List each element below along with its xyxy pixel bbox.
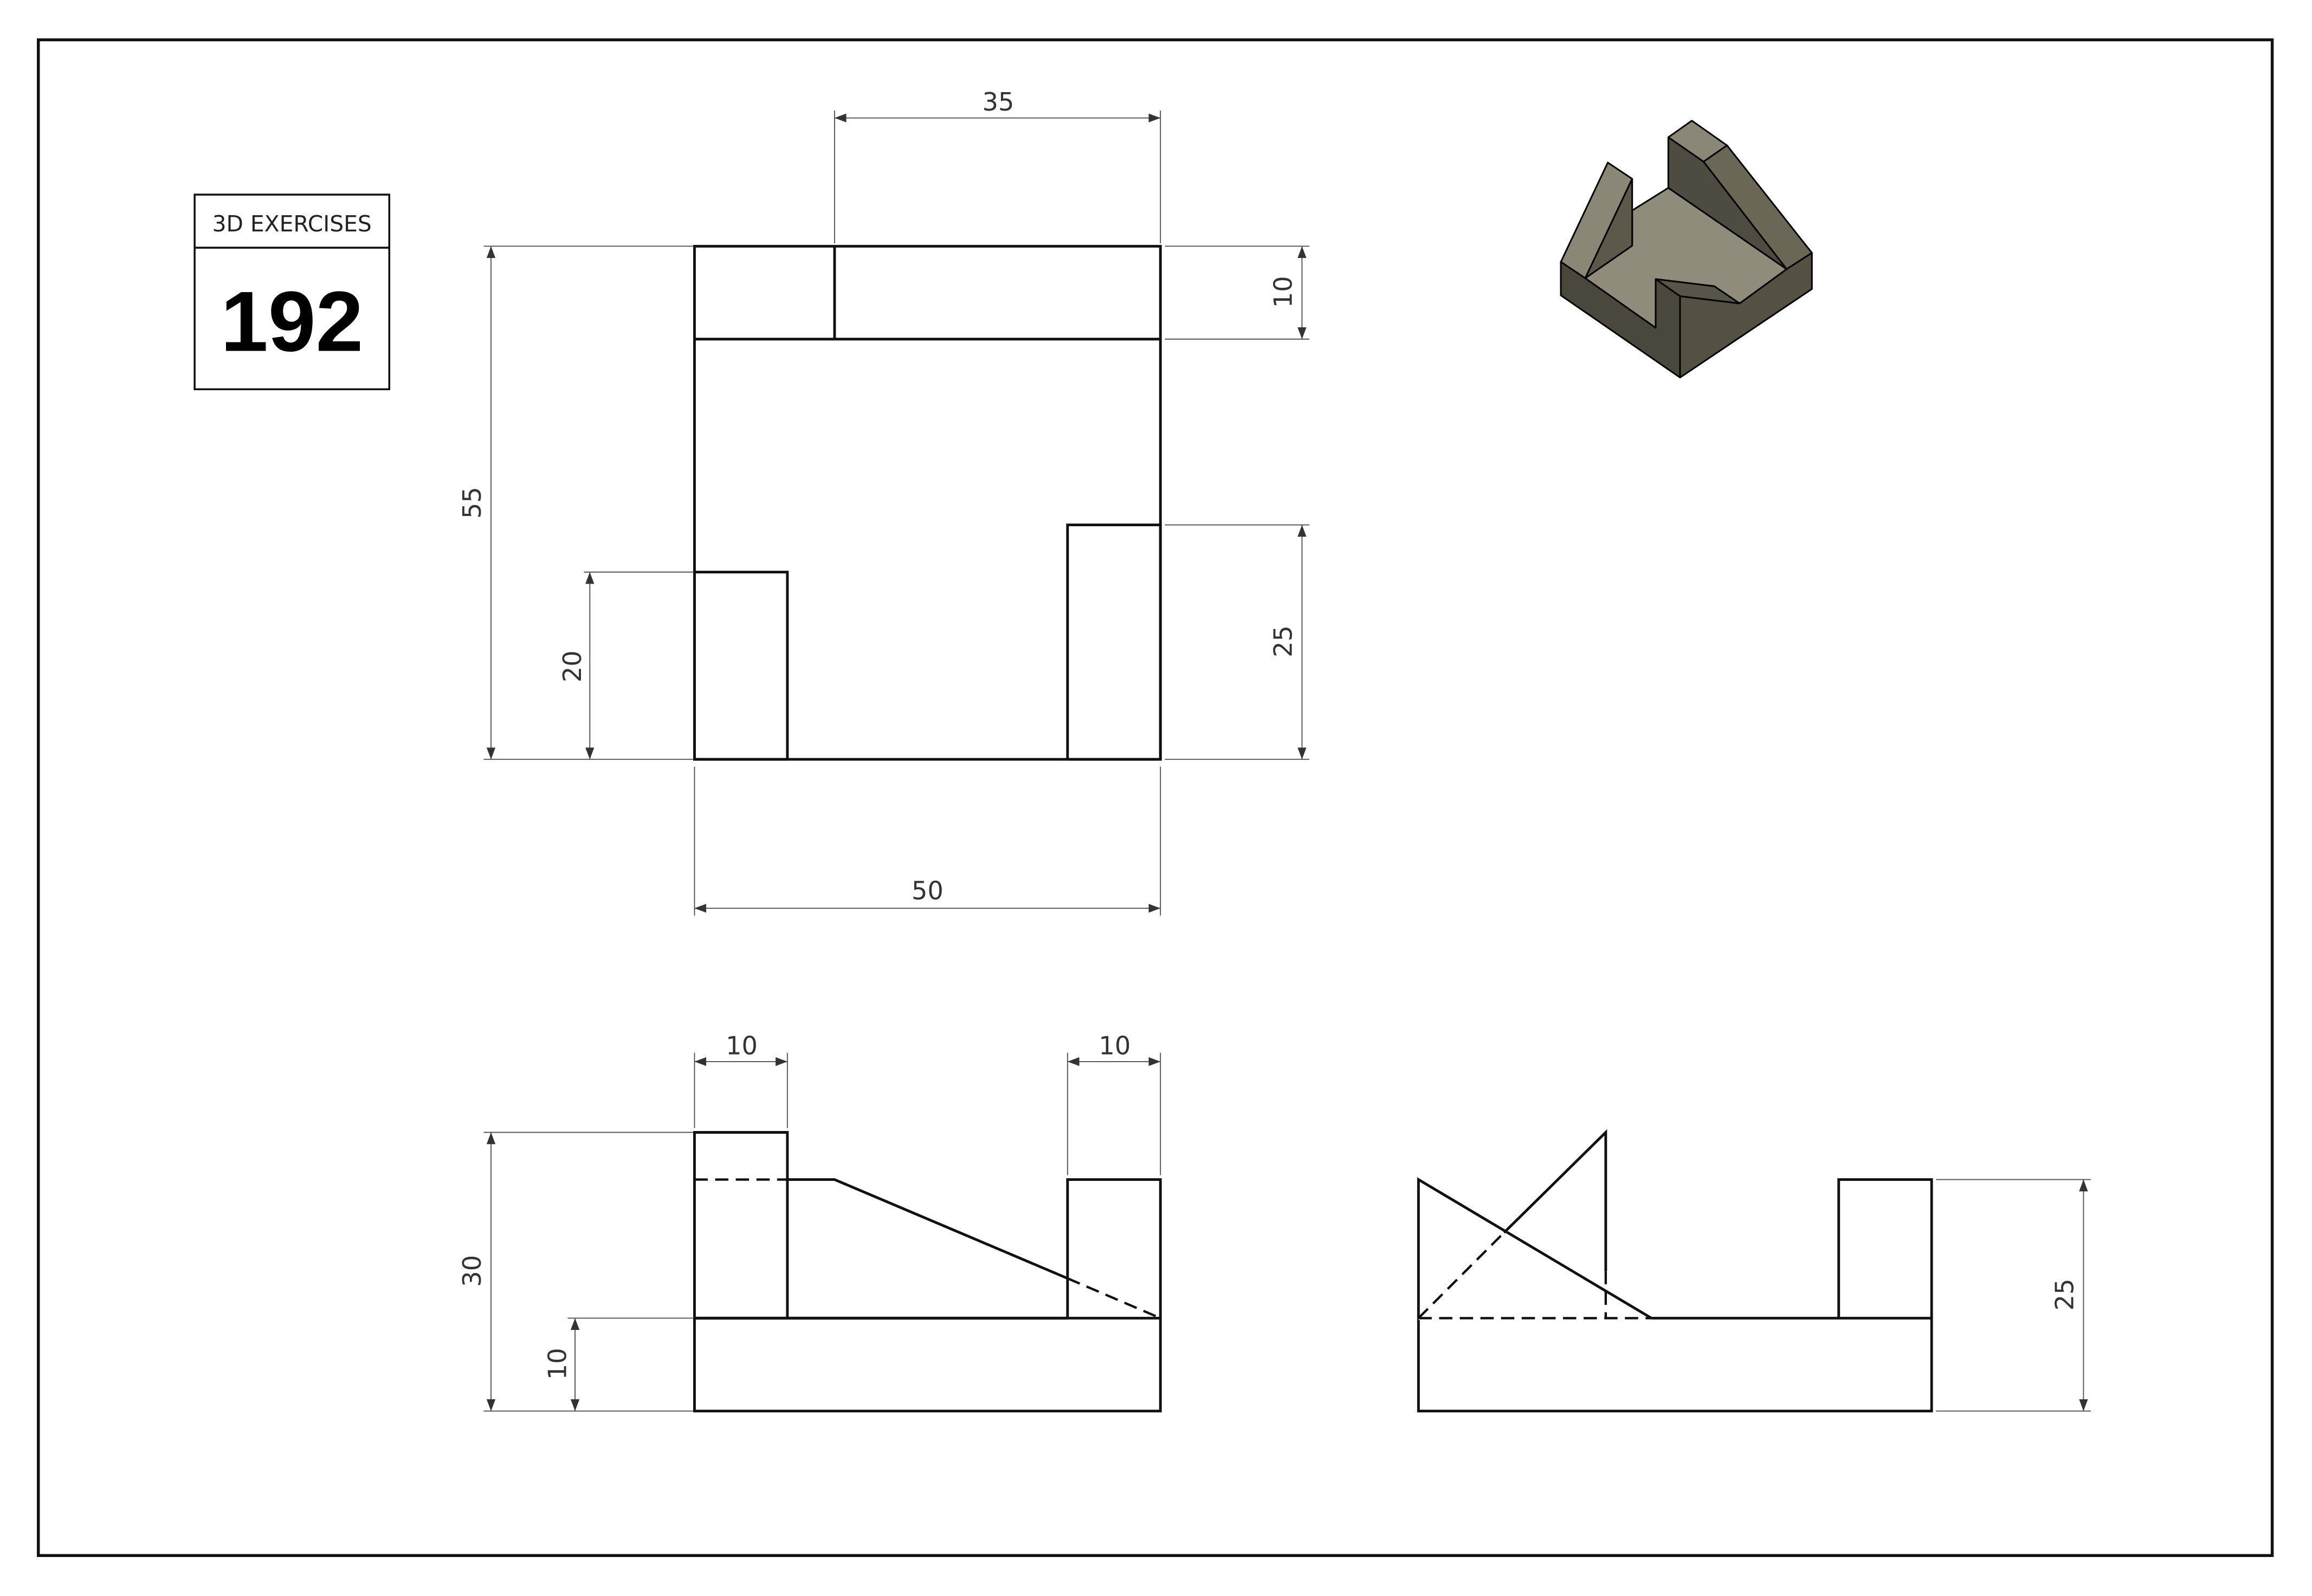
dim-top-strip: 10: [1268, 276, 1297, 308]
iso-front-left-face: [1560, 261, 1681, 379]
front-view: 10 10 30 10: [457, 1031, 1162, 1413]
dim-left-width: 10: [726, 1031, 758, 1060]
title-header: 3D EXERCISES: [212, 211, 372, 237]
sheet-border: [37, 38, 2274, 1558]
top-view: 35 10 55 20 25 50: [457, 87, 1309, 916]
isometric-view: [1560, 120, 1813, 379]
dim-overall-depth: 55: [457, 487, 487, 519]
dim-left-block: 20: [558, 650, 587, 682]
dim-right-width: 10: [1099, 1031, 1131, 1060]
dim-right-block: 25: [1268, 625, 1297, 657]
dim-top-width: 35: [982, 87, 1014, 117]
dim-overall-height: 30: [457, 1255, 487, 1287]
dim-overall-width: 50: [912, 876, 944, 906]
iso-front-right-face: [1679, 252, 1813, 379]
side-view: 25: [1417, 1129, 2091, 1413]
dim-side-height: 25: [2050, 1278, 2079, 1310]
iso-left-wedge-side: [1584, 178, 1633, 279]
title-block: 3D EXERCISES 192: [193, 193, 391, 391]
dim-base-height: 10: [543, 1348, 572, 1380]
exercise-number: 192: [221, 274, 363, 370]
